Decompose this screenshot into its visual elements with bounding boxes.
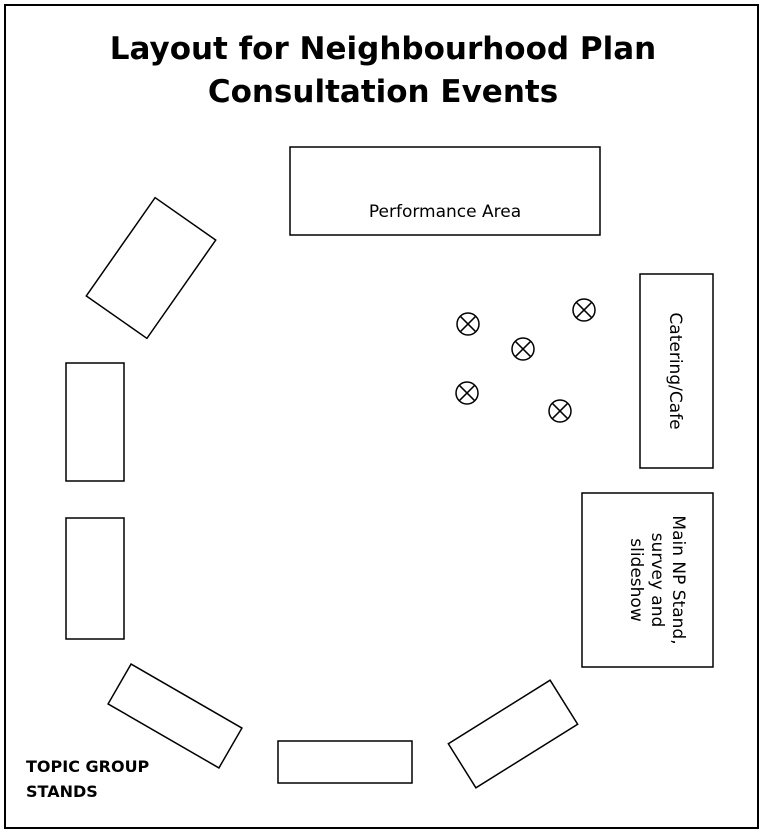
- performance-area: Performance Area: [289, 146, 601, 236]
- topic-stand: [85, 196, 217, 340]
- topic-stand: [447, 679, 579, 789]
- main-stand-label-line-3: slideshow: [626, 538, 646, 622]
- circled-x-icon: [456, 312, 480, 336]
- circled-x-icon: [511, 337, 535, 361]
- topic-stand: [65, 517, 125, 640]
- main-stand-label-line-2: survey and: [647, 533, 667, 628]
- diagram-title: Layout for Neighbourhood Plan Consultati…: [109, 31, 657, 110]
- main-np-stand: Main NP Stand, survey and slideshow: [581, 492, 714, 668]
- main-stand-label-line-1: Main NP Stand,: [668, 515, 688, 644]
- circled-x-icon: [572, 298, 596, 322]
- diagram-frame: [4, 4, 759, 829]
- catering-area: Catering/Cafe: [639, 273, 714, 469]
- catering-area-label: Catering/Cafe: [665, 312, 685, 429]
- topic-stand: [65, 362, 125, 482]
- topic-group-stands-label: TOPIC GROUP STANDS: [26, 754, 176, 804]
- performance-area-label: Performance Area: [369, 202, 521, 222]
- topic-stand: [277, 740, 413, 784]
- circled-x-icon: [455, 381, 479, 405]
- topic-stand: [107, 663, 243, 769]
- circled-x-icon: [548, 399, 572, 423]
- topic-group-stands-text: TOPIC GROUP STANDS: [26, 757, 150, 801]
